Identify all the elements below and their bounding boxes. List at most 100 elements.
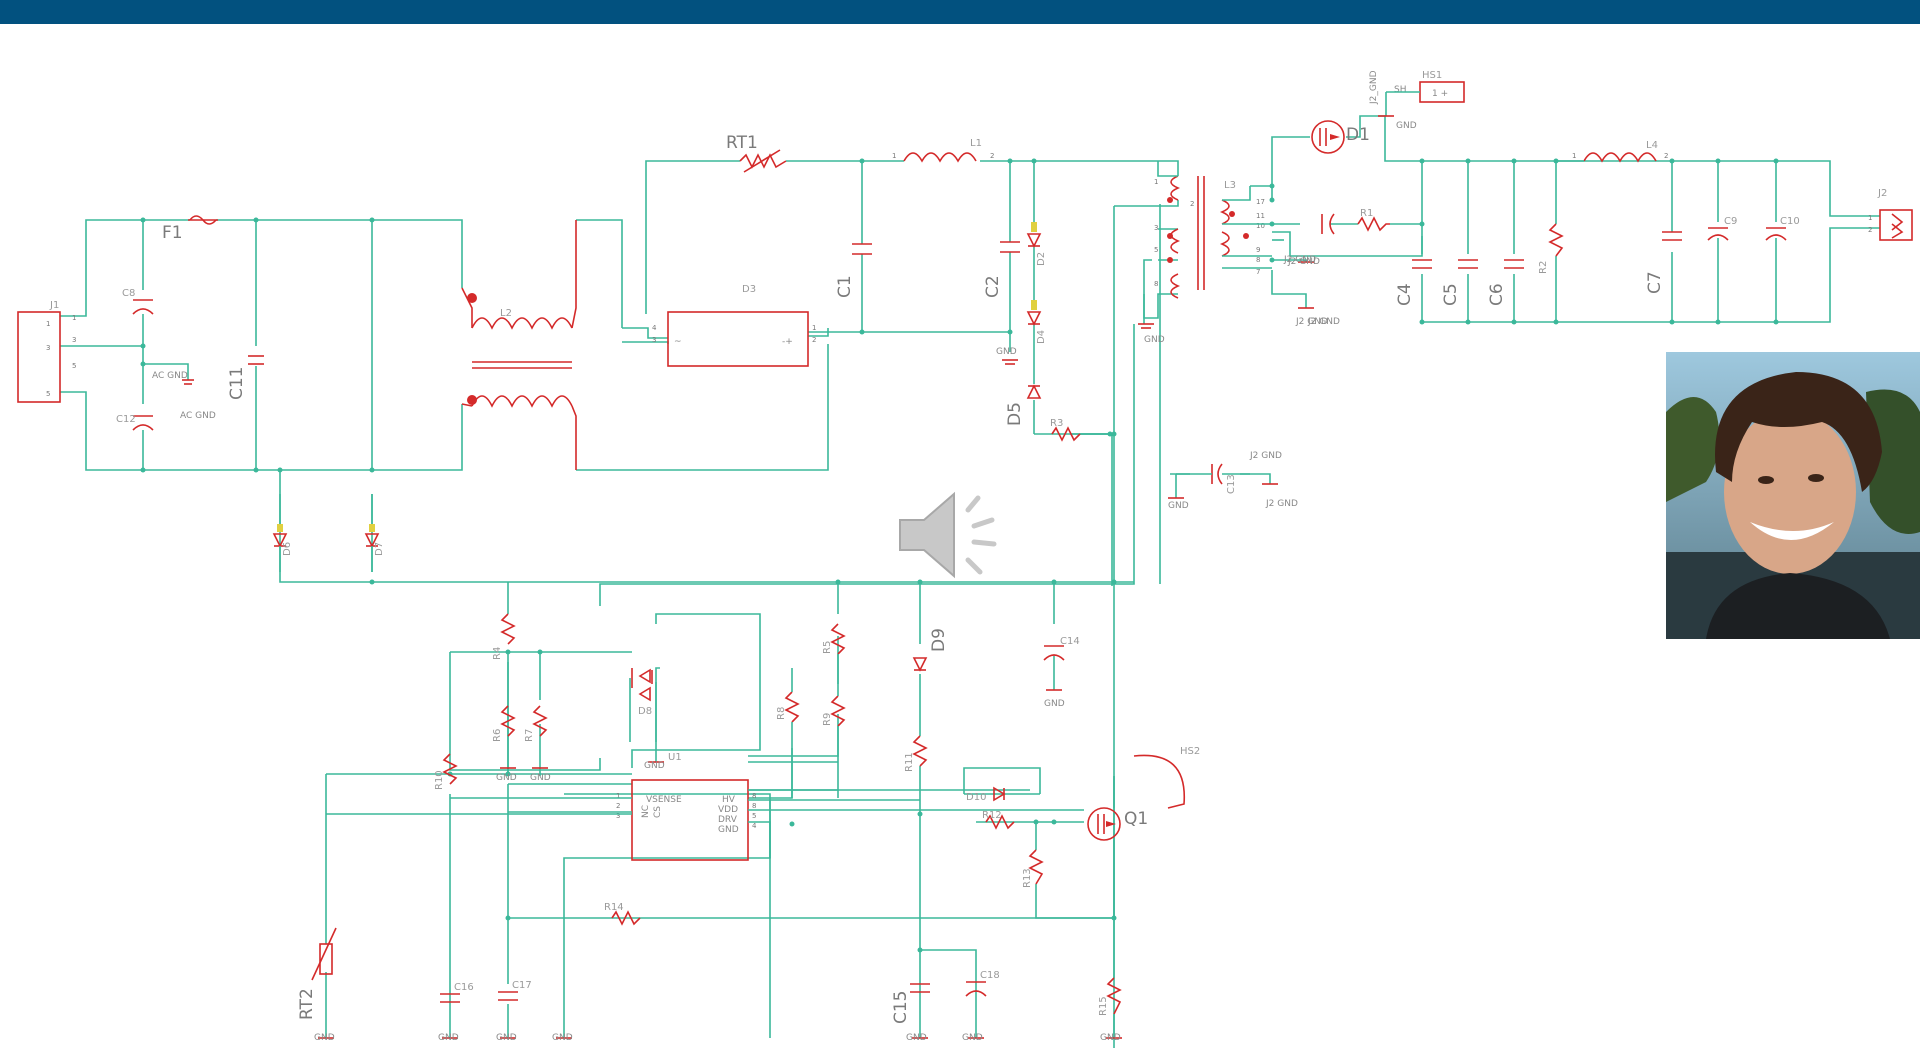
inductor-l4[interactable]: 1 2 L4: [1572, 140, 1668, 163]
capacitor-c3[interactable]: [1321, 213, 1335, 235]
resistor-r11[interactable]: R11: [904, 735, 928, 772]
svg-text:2: 2: [1664, 152, 1668, 160]
d6-label: D6: [282, 542, 293, 556]
f1-label: F1: [162, 223, 183, 243]
diode-d7[interactable]: D7: [364, 524, 385, 556]
resistor-r3[interactable]: R3: [1050, 418, 1081, 442]
svg-text:1: 1: [1572, 152, 1576, 160]
heatsink-hs2[interactable]: HS2: [1133, 746, 1200, 809]
j2-gnd-label-c13b: J2 GND: [1249, 451, 1282, 461]
resistor-r10[interactable]: R10: [434, 753, 458, 790]
r11-label: R11: [904, 752, 915, 772]
title-bar: [0, 0, 1920, 24]
svg-text:1: 1: [892, 152, 896, 160]
j2-label: J2: [1877, 188, 1887, 199]
rt2-label: RT2: [297, 988, 317, 1020]
r12-label: R12: [982, 810, 1002, 821]
optocoupler-d8[interactable]: D8: [631, 668, 653, 717]
capacitor-c16[interactable]: C16: [440, 982, 474, 1003]
connector-j2[interactable]: 12 J2: [1868, 188, 1913, 241]
capacitor-c4[interactable]: C4: [1395, 259, 1432, 306]
connector-j1[interactable]: 135 135 J1: [17, 300, 76, 403]
capacitor-c8[interactable]: C8: [122, 288, 154, 315]
r4-label: R4: [492, 647, 503, 660]
svg-text:10: 10: [1256, 222, 1265, 230]
capacitor-c18[interactable]: C18: [965, 970, 1000, 997]
capacitor-c15[interactable]: C15: [891, 983, 930, 1024]
u1-pin-cs: CS: [653, 806, 663, 818]
resistor-r9[interactable]: R9: [822, 695, 846, 727]
svg-text:9: 9: [1256, 246, 1260, 254]
capacitor-c12[interactable]: C12: [116, 414, 154, 431]
resistor-r15[interactable]: R15: [1098, 977, 1122, 1016]
svg-text:8: 8: [752, 792, 756, 800]
svg-text:1: 1: [1154, 178, 1158, 186]
diode-d2[interactable]: D2: [1026, 222, 1047, 266]
capacitor-c2[interactable]: C2: [983, 241, 1020, 298]
resistor-r14[interactable]: R14: [604, 902, 641, 926]
gnd-label-c14: GND: [1044, 699, 1065, 709]
mosfet-q1[interactable]: Q1: [1087, 807, 1148, 841]
r5-label: R5: [822, 641, 833, 654]
capacitor-c11[interactable]: C11: [227, 355, 264, 400]
capacitor-c6[interactable]: C6: [1487, 259, 1524, 306]
gnd-symbol-r6: GND GND: [496, 767, 551, 783]
ac-gnd-symbol: AC GND AC GND: [152, 371, 216, 421]
diode-d6[interactable]: D6: [272, 524, 293, 556]
capacitor-c1[interactable]: C1: [835, 243, 872, 298]
speaker-icon[interactable]: [896, 480, 1016, 590]
diode-d9[interactable]: D9: [912, 628, 949, 672]
capacitor-c7[interactable]: C7: [1645, 231, 1682, 294]
j2-gnd-compact-label: J2_GND: [1369, 70, 1379, 105]
resistor-r2[interactable]: R2: [1538, 223, 1564, 274]
resistor-r8[interactable]: R8: [776, 691, 800, 723]
j2-gnd-label-c13: J2 GND: [1265, 499, 1298, 509]
svg-text:3: 3: [652, 336, 656, 344]
resistor-r5[interactable]: R5: [822, 623, 846, 655]
rectifier-d1[interactable]: D1: [1311, 120, 1370, 154]
capacitor-c17[interactable]: C17: [498, 980, 532, 1001]
r8-label: R8: [776, 707, 787, 720]
heatsink-hs1[interactable]: 1 + HS1 SH: [1394, 70, 1465, 103]
svg-text:2: 2: [1190, 200, 1194, 208]
thermistor-rt2[interactable]: RT2: [297, 927, 337, 1020]
capacitor-c9[interactable]: C9: [1707, 216, 1737, 241]
u1-pin-vdd: VDD: [718, 805, 738, 815]
j2-gnd-symbol-1: J2 GND J2 GND: [1287, 257, 1340, 327]
gnd-label-b6: GND: [962, 1033, 983, 1043]
c4-label: C4: [1395, 283, 1415, 306]
l4-label: L4: [1646, 140, 1658, 151]
svg-text:11: 11: [1256, 212, 1265, 220]
svg-text:2: 2: [616, 802, 620, 810]
svg-text:8: 8: [1256, 256, 1260, 264]
diode-d5[interactable]: D5: [1005, 384, 1042, 426]
diode-d4[interactable]: D4: [1026, 300, 1047, 344]
choke-l2[interactable]: L2: [461, 220, 577, 470]
diode-d10[interactable]: D10: [966, 786, 1006, 803]
capacitor-c14[interactable]: C14: [1043, 636, 1080, 661]
resistor-r6[interactable]: R6: [492, 705, 516, 742]
svg-text:1 +: 1 +: [1432, 89, 1448, 99]
thermistor-rt1[interactable]: RT1: [726, 133, 787, 173]
resistor-r12[interactable]: R12: [982, 810, 1015, 830]
resistor-r1[interactable]: R1: [1357, 208, 1390, 232]
u1-pin-vsense: VSENSE: [646, 795, 682, 805]
presenter-video[interactable]: [1666, 352, 1920, 639]
u1-pin-gnd: GND: [718, 825, 739, 835]
resistor-r13[interactable]: R13: [1022, 849, 1044, 888]
j2-gnd-symbol-top: GND J2_GND: [1369, 70, 1417, 131]
capacitor-c10[interactable]: C10: [1765, 216, 1800, 241]
r13-label: R13: [1022, 868, 1033, 888]
resistor-r4[interactable]: R4: [492, 613, 516, 660]
capacitor-c5[interactable]: C5: [1441, 259, 1478, 306]
d5-label: D5: [1005, 402, 1025, 426]
bridge-rectifier-d3[interactable]: 43 12 ~-+ D3: [652, 284, 816, 367]
gnd-symbol-c2: GND: [996, 347, 1018, 365]
ac-gnd-label-2: AC GND: [180, 411, 216, 421]
fuse-f1[interactable]: F1: [162, 215, 218, 243]
resistor-r7[interactable]: R7: [524, 705, 548, 742]
capacitor-c13[interactable]: C13: [1211, 463, 1237, 494]
